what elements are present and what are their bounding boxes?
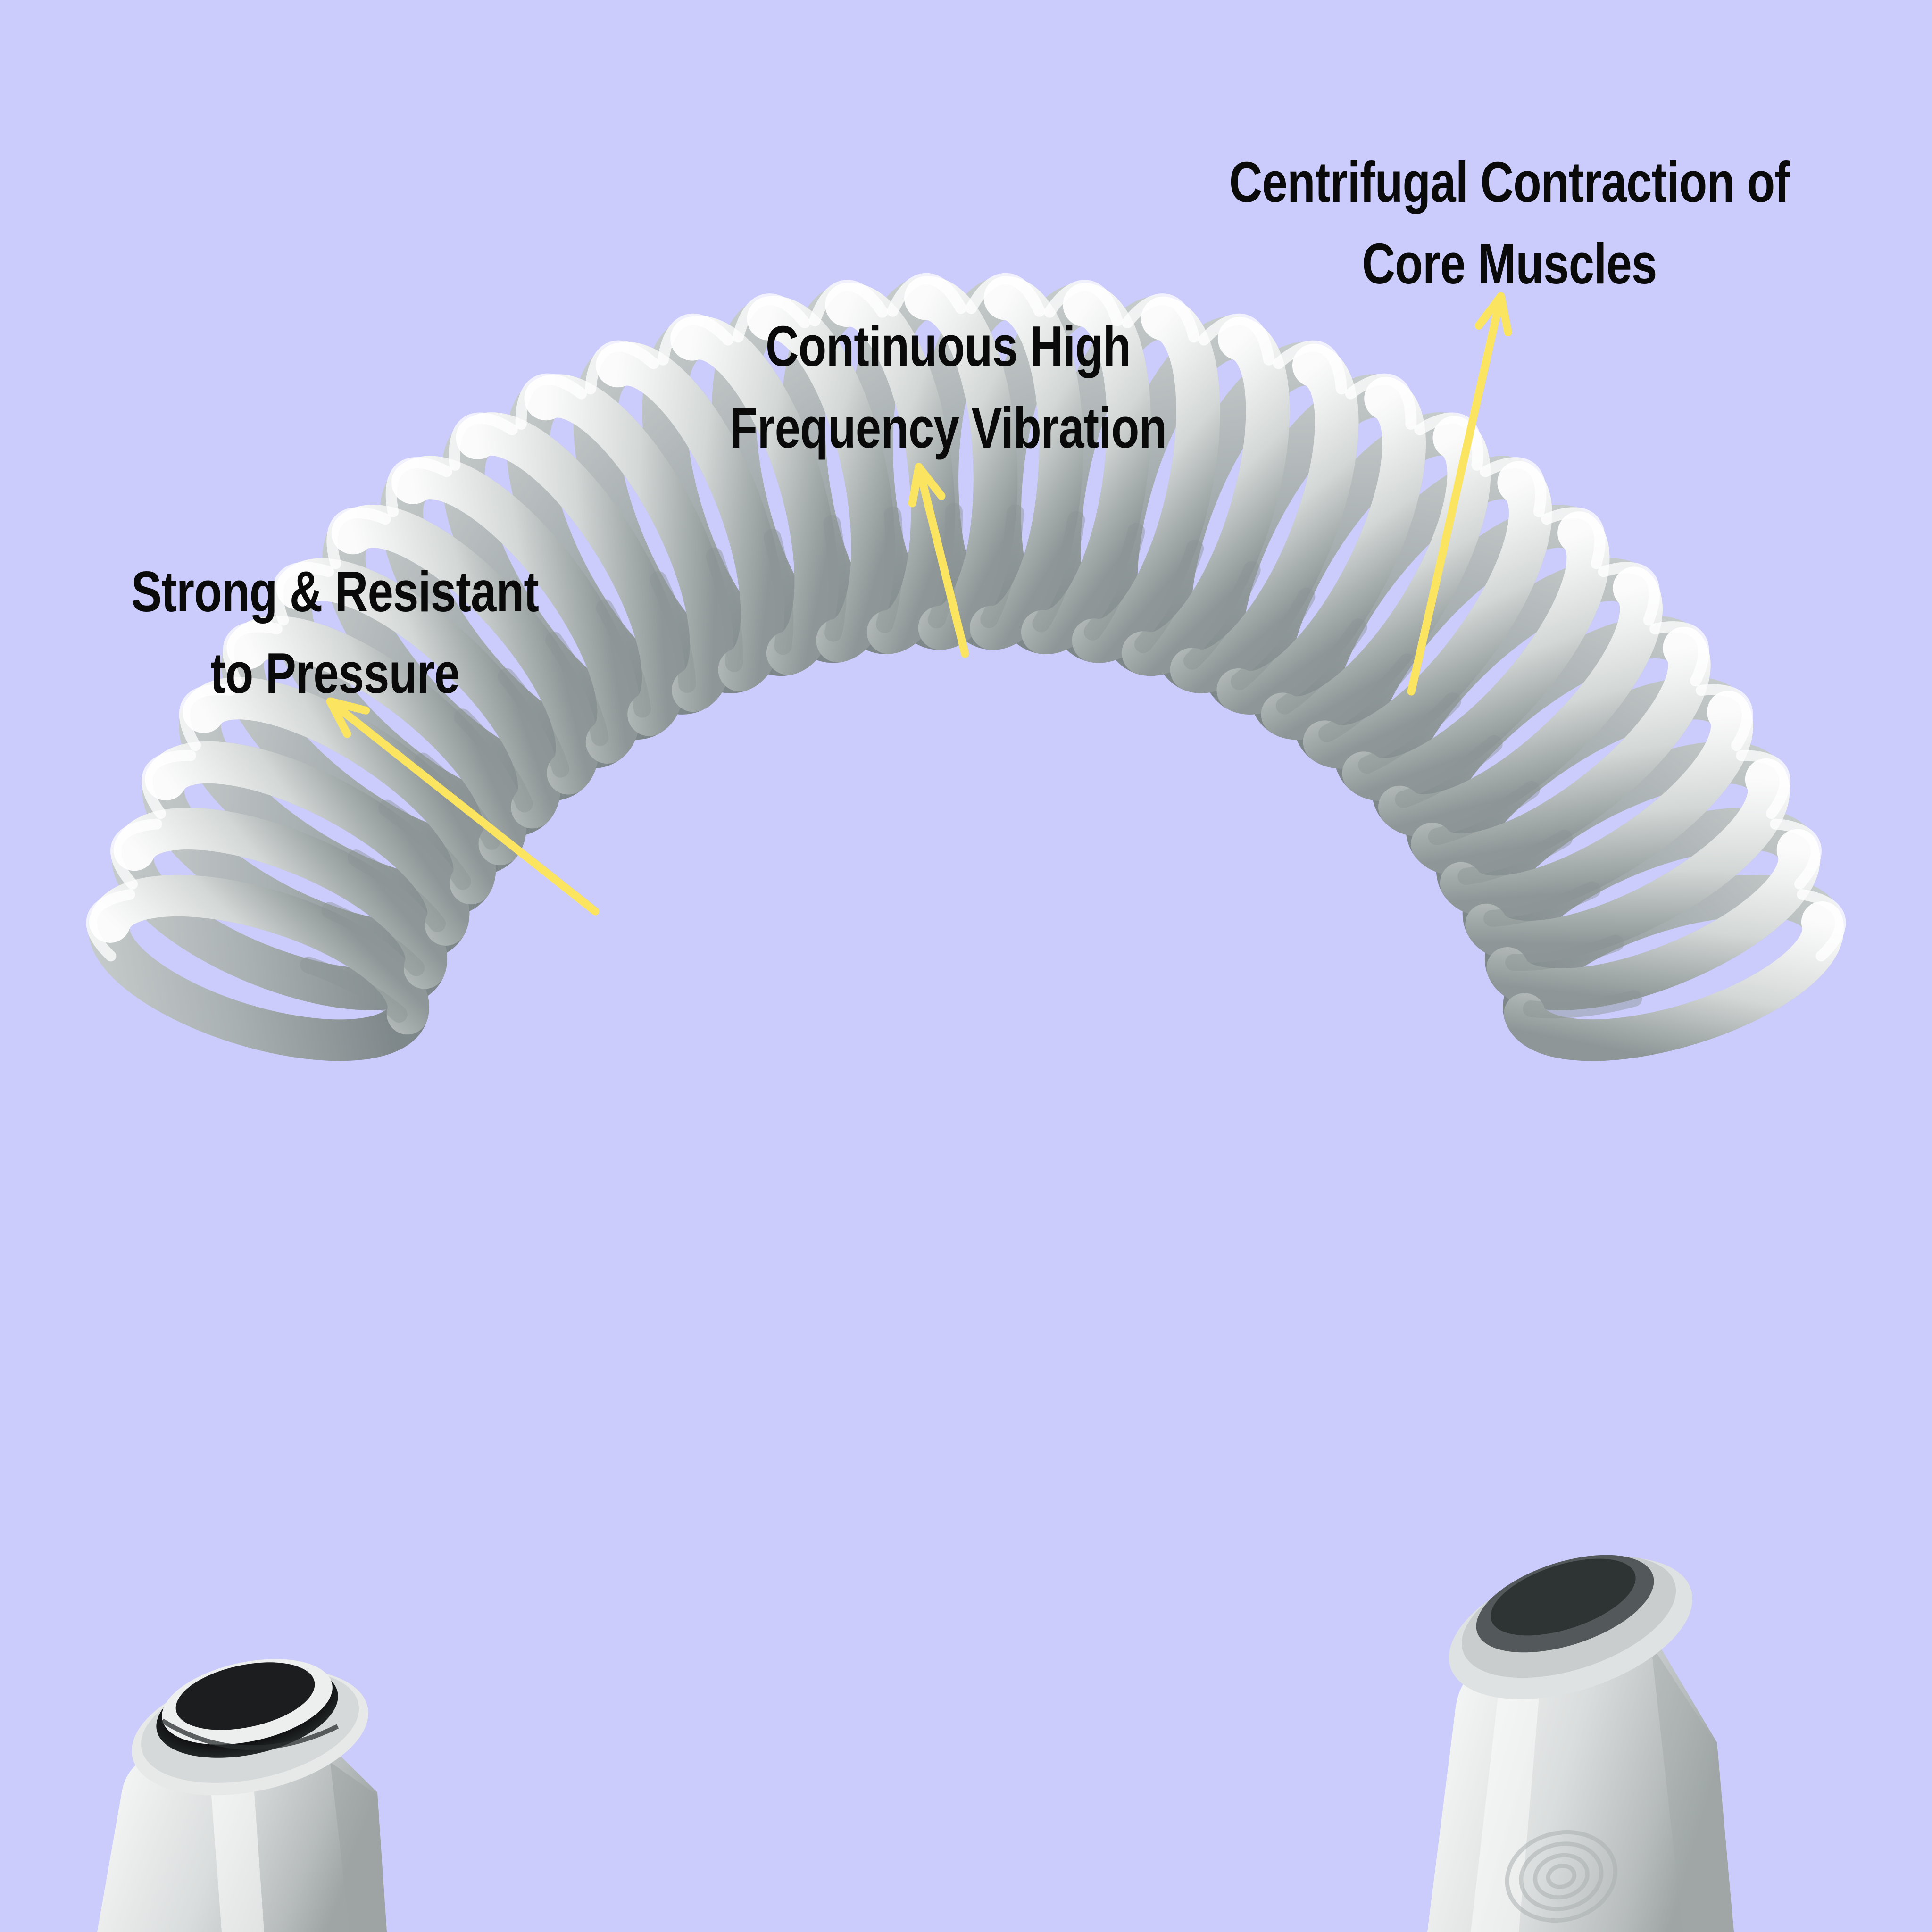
coil-turn: [1021, 280, 1151, 654]
callout-centrifugal-contraction: Centrifugal Contraction of Core Muscles: [1229, 150, 1790, 296]
coil-turn: [965, 273, 1083, 650]
coil-turn: [1378, 562, 1663, 837]
callout-strong-resistant: Strong & Resistant to Pressure: [131, 559, 539, 706]
coil-turn: [732, 293, 895, 663]
coil-turn: [515, 373, 733, 712]
callout-continuous-vibration: Continuous High Frequency Vibration: [729, 314, 1167, 460]
coil-turn: [110, 808, 448, 989]
coil-turn: [1170, 340, 1359, 693]
coil-turn: [1504, 889, 1846, 1061]
coil-turn: [585, 340, 785, 692]
coil-turn: [1342, 507, 1610, 801]
coil-turn: [1440, 684, 1753, 918]
coil-turn: [86, 874, 429, 1035]
coil-turn: [1486, 818, 1822, 1010]
coil-turn: [1072, 293, 1220, 663]
coil-turn: [1411, 621, 1711, 876]
coil-turn: [657, 313, 839, 675]
coil-turn: [449, 412, 686, 736]
coil-turn: [1465, 750, 1790, 963]
coil-turn: [1122, 313, 1290, 676]
barrel-connector-right: [1427, 1555, 1734, 1932]
hex-connector-left: [97, 1659, 387, 1932]
